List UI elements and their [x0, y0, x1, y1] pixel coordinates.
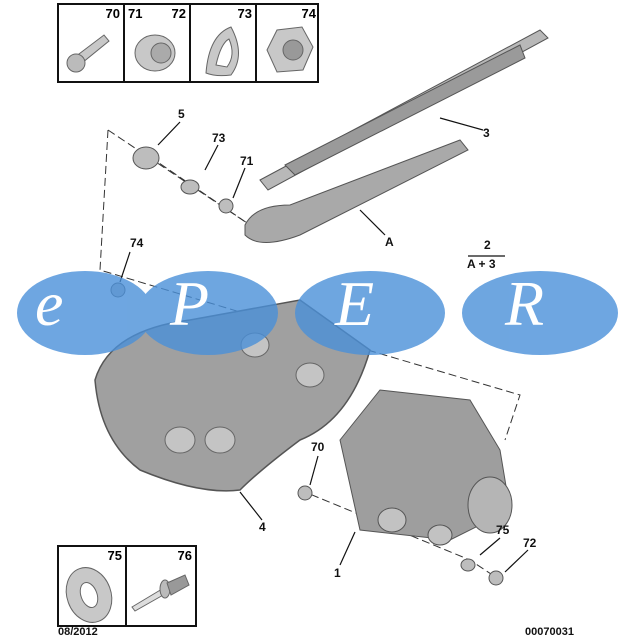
callout-a-plus-3: A + 3: [467, 257, 496, 271]
hex-nut-icon: [266, 26, 314, 73]
callout-73: 73: [212, 131, 226, 145]
flange-nut-icon: [134, 34, 176, 72]
legend-cell-74: 74: [257, 5, 319, 81]
diagram-date: 08/2012: [58, 626, 98, 638]
part-number: 76: [177, 548, 192, 563]
callout-1: 1: [334, 566, 341, 580]
part-number: 73: [237, 6, 252, 21]
bottom-parts-legend-box: 75 76: [57, 545, 197, 627]
part-number: 72: [171, 6, 186, 21]
diagram-code: 00070031: [525, 626, 574, 638]
callout-75: 75: [496, 523, 510, 537]
callout-72: 72: [523, 536, 537, 550]
top-parts-legend-box: 70 71 72 73 74: [57, 3, 319, 83]
watermark-letter-r: R: [505, 268, 545, 339]
callout-5: 5: [178, 107, 185, 121]
part-number: 70: [105, 6, 120, 21]
callout-71: 71: [240, 154, 254, 168]
watermark-letter-e: e: [35, 268, 64, 339]
callout-70: 70: [311, 440, 325, 454]
part-number: 71: [128, 6, 143, 21]
part-number: 75: [107, 548, 122, 563]
callout-2: 2: [484, 238, 491, 252]
legend-cell-70: 70: [59, 5, 125, 81]
wiper-blade-part-3: [259, 29, 549, 191]
legend-cell-76: 76: [127, 547, 195, 625]
leader-lines: [119, 117, 529, 573]
flat-washer-icon: [65, 567, 113, 623]
callout-74: 74: [130, 236, 144, 250]
watermark-letter-e2: E: [335, 268, 375, 339]
part-number: 74: [301, 6, 316, 21]
rivet-icon: [131, 574, 190, 612]
legend-cell-73: 73: [191, 5, 257, 81]
legend-cell-75: 75: [59, 547, 127, 625]
curved-washer-icon: [205, 26, 239, 77]
callout-4: 4: [259, 520, 266, 534]
callout-3: 3: [483, 126, 490, 140]
watermark-letter-p: P: [170, 268, 210, 339]
callout-a: A: [385, 235, 394, 249]
legend-cell-71-72: 71 72: [125, 5, 191, 81]
screw-icon: [66, 34, 110, 73]
wiper-arm-part-a: [244, 139, 469, 243]
wiper-motor-part-1: [339, 389, 513, 546]
